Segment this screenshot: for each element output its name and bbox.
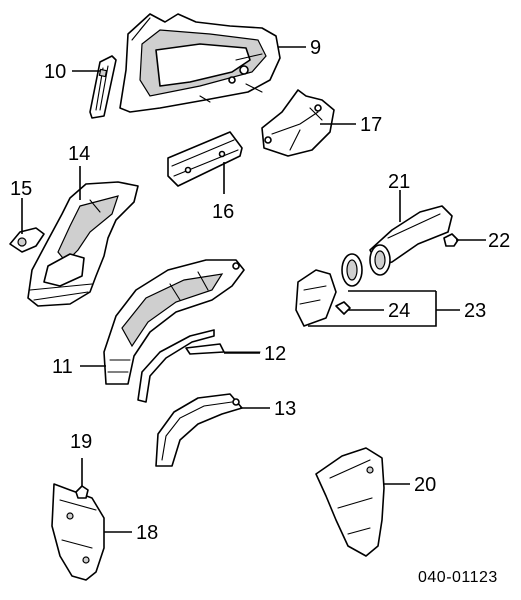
diagram-code: 040-01123 [418,569,498,586]
part-19-fastener [75,485,89,499]
callout-13: 13 [240,398,296,420]
svg-text:10: 10 [44,61,66,83]
part-17-bracket [261,89,335,157]
part-10-bracket [89,55,117,119]
part-22-clip [443,233,459,247]
callout-19: 19 [70,431,92,486]
svg-text:20: 20 [414,474,436,496]
callout-15: 15 [10,178,32,234]
svg-text:21: 21 [388,171,410,193]
callout-23: 23 [308,290,486,327]
svg-text:18: 18 [136,522,158,544]
part-24-clip [335,301,351,315]
svg-text:16: 16 [212,201,234,223]
svg-text:14: 14 [68,143,90,165]
part-15-bracket [9,227,45,253]
callout-16: 16 [212,162,234,223]
part-23-duct-seal [295,253,363,327]
part-20-shield [315,447,385,557]
part-13-arch-liner [155,393,243,467]
svg-text:13: 13 [274,398,296,420]
svg-text:12: 12 [264,343,286,365]
callout-11: 11 [52,356,106,378]
callout-21: 21 [388,171,410,222]
callout-18: 18 [104,522,158,544]
callout-20: 20 [384,474,436,496]
callout-12: 12 [224,343,286,365]
svg-text:17: 17 [360,114,382,136]
part-12-arch-seal [137,329,261,403]
callout-17: 17 [320,114,382,136]
svg-text:22: 22 [488,230,510,252]
part-11-wheelhouse [103,259,245,385]
part-16-reinforcement [167,131,243,187]
svg-text:24: 24 [388,300,410,322]
svg-text:19: 19 [70,431,92,453]
part-9-quarter-inner-upper [119,13,281,113]
part-21-duct [369,205,453,276]
callout-10: 10 [44,61,100,83]
svg-text:23: 23 [464,300,486,322]
callout-14: 14 [68,143,90,200]
part-14-quarter-inner [27,181,139,307]
svg-text:15: 15 [10,178,32,200]
callout-24: 24 [348,300,410,322]
callout-9: 9 [278,37,321,59]
callout-22: 22 [456,230,510,252]
svg-text:11: 11 [52,356,73,378]
svg-text:9: 9 [310,37,321,59]
part-18-trim-panel [51,483,105,581]
